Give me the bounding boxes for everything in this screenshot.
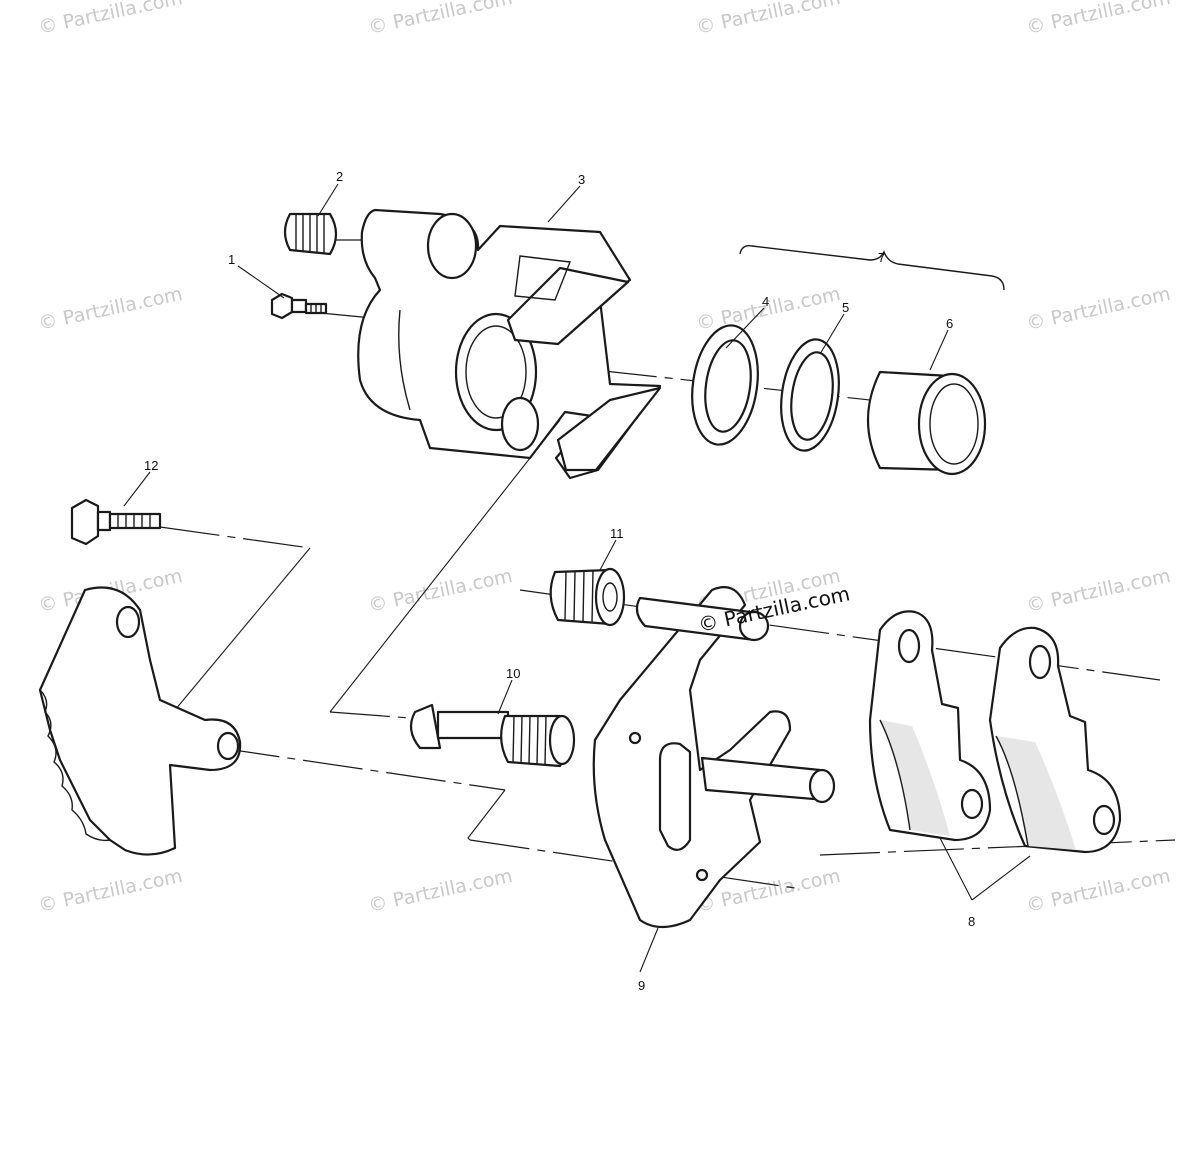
callout-4: 4 (762, 294, 769, 309)
caliper-bracket (592, 586, 836, 929)
connector-lines (163, 419, 561, 841)
pin-boot (549, 567, 626, 627)
bleeder-screw (270, 292, 328, 320)
mounting-bolt (70, 498, 162, 546)
callout-5: 5 (842, 300, 849, 315)
watermark: © Partzilla.com (1024, 565, 1172, 617)
watermark: © Partzilla.com (1024, 0, 1172, 39)
watermark: © Partzilla.com (694, 0, 842, 39)
callout-11: 11 (610, 526, 624, 541)
knuckle-section (38, 586, 242, 856)
callout-12: 12 (144, 458, 158, 473)
watermark: © Partzilla.com (366, 565, 514, 617)
callout-9: 9 (638, 978, 645, 993)
watermark: © Partzilla.com (36, 0, 184, 39)
brake-pad-front (868, 610, 992, 842)
callout-10: 10 (506, 666, 520, 681)
brake-pad-rear (988, 626, 1122, 854)
callout-3: 3 (578, 172, 585, 187)
callout-7: 7 (878, 250, 885, 265)
seal-kit-bracket (739, 244, 1005, 291)
piston-seal-inner (780, 338, 840, 452)
piston-seal-outer (691, 324, 759, 446)
threaded-plug (283, 212, 338, 256)
watermark: © Partzilla.com (1024, 865, 1172, 917)
callout-8: 8 (968, 914, 975, 929)
watermark: © Partzilla.com (36, 283, 184, 335)
watermark: © Partzilla.com (366, 0, 514, 39)
watermark: © Partzilla.com (1024, 283, 1172, 335)
caliper-piston (866, 370, 987, 476)
callout-2: 2 (336, 169, 343, 184)
callout-labels: 1 2 3 4 5 6 7 8 9 10 11 12 (144, 169, 975, 993)
slide-pin (409, 703, 576, 768)
watermark: © Partzilla.com (36, 865, 184, 917)
callout-1: 1 (228, 252, 235, 267)
caliper-body (357, 208, 662, 480)
watermark: © Partzilla.com (366, 865, 514, 917)
callout-leaders (123, 183, 1031, 973)
callout-6: 6 (946, 316, 953, 331)
